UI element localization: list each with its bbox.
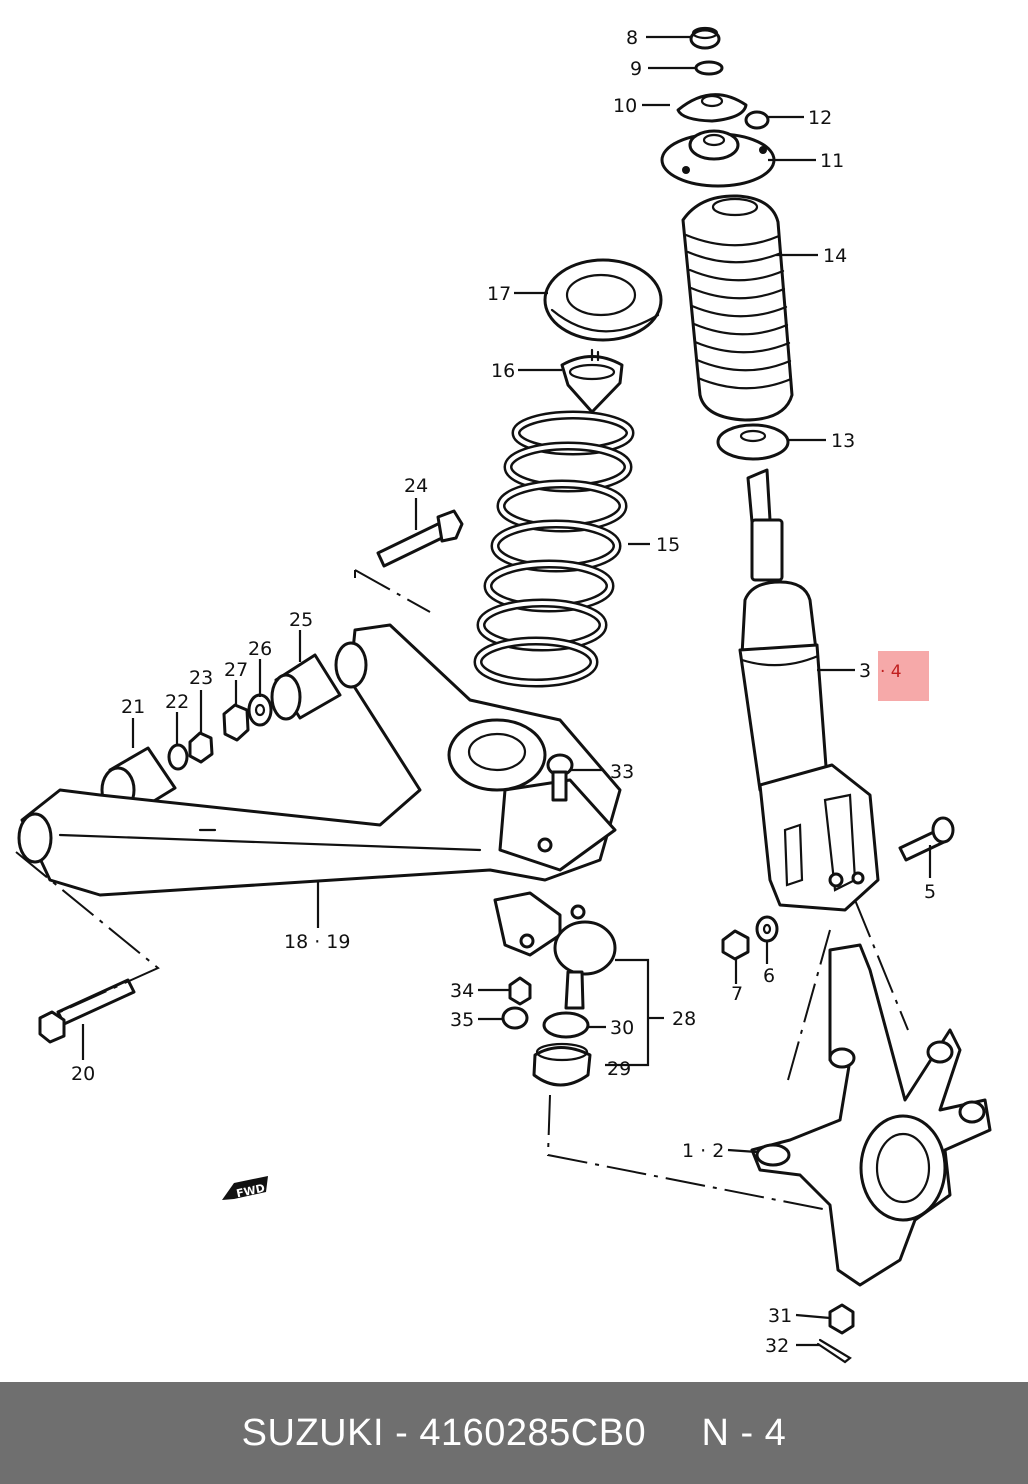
callout-11: 11 bbox=[820, 150, 844, 172]
callout-5: 5 bbox=[924, 881, 936, 903]
callout-25: 25 bbox=[289, 609, 313, 631]
callout-31: 31 bbox=[768, 1305, 792, 1327]
callout-16: 16 bbox=[491, 360, 515, 382]
part-1-2-steering-knuckle bbox=[750, 943, 992, 1287]
callout-30: 30 bbox=[610, 1017, 634, 1039]
callout-34: 34 bbox=[450, 980, 474, 1002]
part-28-ball-joint bbox=[493, 891, 617, 1010]
part-9-washer bbox=[694, 60, 724, 76]
part-13-washer bbox=[716, 423, 790, 461]
part-26-washer bbox=[247, 693, 273, 727]
footer-bar: SUZUKI - 4160285CB0 N - 4 bbox=[0, 1382, 1028, 1484]
footer-page: N - 4 bbox=[701, 1411, 787, 1454]
callout-17: 17 bbox=[487, 283, 511, 305]
part-35-washer bbox=[501, 1006, 529, 1030]
callout-27: 27 bbox=[224, 659, 248, 681]
callout-8: 8 bbox=[626, 27, 638, 49]
part-31-nut bbox=[828, 1303, 855, 1335]
footer-caption: SUZUKI - 4160285CB0 N - 4 bbox=[242, 1412, 787, 1455]
callout-4-highlighted: · 4 bbox=[880, 662, 902, 682]
part-20-bolt bbox=[15, 851, 160, 1044]
part-23-nut bbox=[188, 731, 214, 764]
callout-6: 6 bbox=[763, 965, 775, 987]
callout-32: 32 bbox=[765, 1335, 789, 1357]
highlight-box bbox=[878, 651, 929, 701]
callout-33: 33 bbox=[610, 761, 634, 783]
callout-14: 14 bbox=[823, 245, 847, 267]
part-8-bushing bbox=[689, 26, 721, 50]
callout-12: 12 bbox=[808, 107, 832, 129]
callout-35: 35 bbox=[450, 1009, 474, 1031]
footer-part-number: 4160285CB0 bbox=[419, 1411, 647, 1454]
callout-22: 22 bbox=[165, 691, 189, 713]
part-6-washer bbox=[755, 915, 779, 943]
part-17-spring-seat bbox=[543, 258, 663, 342]
callout-9: 9 bbox=[630, 58, 642, 80]
callout-20: 20 bbox=[71, 1063, 95, 1085]
callout-26: 26 bbox=[248, 638, 272, 660]
fwd-label: FWD bbox=[235, 1182, 266, 1201]
callout-13: 13 bbox=[831, 430, 855, 452]
part-3-strut-assembly bbox=[738, 468, 880, 912]
callout-23: 23 bbox=[189, 667, 213, 689]
callout-15: 15 bbox=[656, 534, 680, 556]
callout-24: 24 bbox=[404, 475, 428, 497]
part-24-bolt bbox=[354, 509, 464, 613]
part-14-dust-boot bbox=[681, 194, 794, 422]
fwd-arrow: FWD bbox=[222, 1176, 268, 1200]
callout-7: 7 bbox=[731, 983, 743, 1005]
part-32-cotter-pin bbox=[816, 1338, 852, 1364]
part-27-nut bbox=[222, 703, 250, 742]
callout-29: 29 bbox=[607, 1058, 631, 1080]
part-11-upper-mount bbox=[660, 129, 776, 188]
footer-brand: SUZUKI bbox=[241, 1411, 385, 1454]
footer-separator: - bbox=[395, 1411, 409, 1454]
callout-28: 28 bbox=[672, 1008, 696, 1030]
exploded-suspension-diagram: FWD 8 9 10 12 bbox=[15, 26, 992, 1364]
part-22-washer bbox=[167, 743, 189, 771]
leader-lines bbox=[81, 35, 932, 1347]
part-5-bolt bbox=[898, 816, 955, 862]
part-10-bearing bbox=[676, 93, 748, 123]
part-16-bump-stop bbox=[560, 348, 624, 414]
part-7-nut bbox=[721, 929, 750, 961]
part-33-bolt bbox=[546, 753, 574, 802]
part-25-bushing bbox=[270, 653, 342, 721]
callout-18-19: 18 · 19 bbox=[284, 931, 350, 953]
part-12-nut bbox=[744, 110, 770, 130]
part-34-nut bbox=[508, 976, 532, 1006]
callout-1-2: 1 · 2 bbox=[682, 1140, 724, 1162]
callout-10: 10 bbox=[613, 95, 637, 117]
part-15-coil-spring bbox=[473, 410, 635, 688]
part-30-ring bbox=[542, 1011, 590, 1039]
part-29-boot bbox=[532, 1042, 592, 1087]
callout-21: 21 bbox=[121, 696, 145, 718]
callout-3: 3 bbox=[859, 660, 871, 682]
part-18-19-control-arm bbox=[17, 623, 622, 897]
